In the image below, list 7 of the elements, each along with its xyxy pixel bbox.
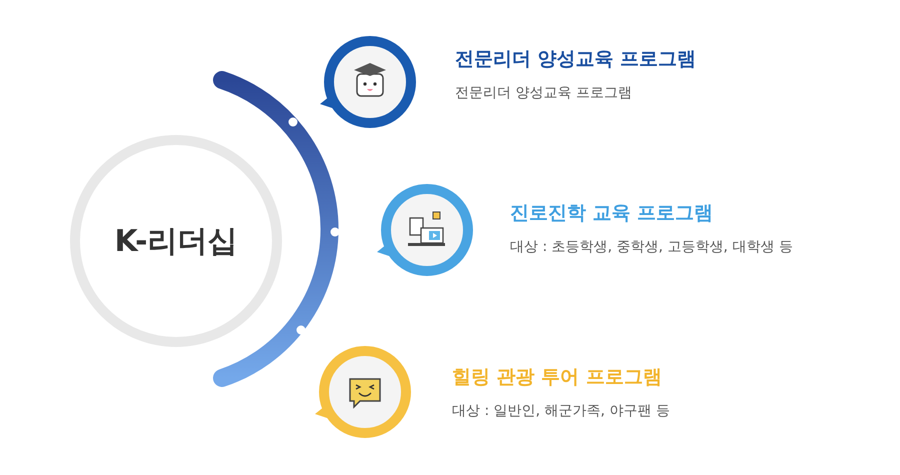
- program-description: 대상 : 일반인, 해군가족, 야구팬 등: [452, 402, 670, 420]
- program-heading: 전문리더 양성교육 프로그램: [455, 47, 696, 72]
- center-title: K-리더십: [114, 222, 238, 260]
- program-description: 전문리더 양성교육 프로그램: [455, 84, 633, 102]
- program-description: 대상 : 초등학생, 중학생, 고등학생, 대학생 등: [510, 238, 793, 256]
- program-heading: 진로진학 교육 프로그램: [510, 201, 714, 226]
- program-heading: 힐링 관광 투어 프로그램: [452, 365, 663, 390]
